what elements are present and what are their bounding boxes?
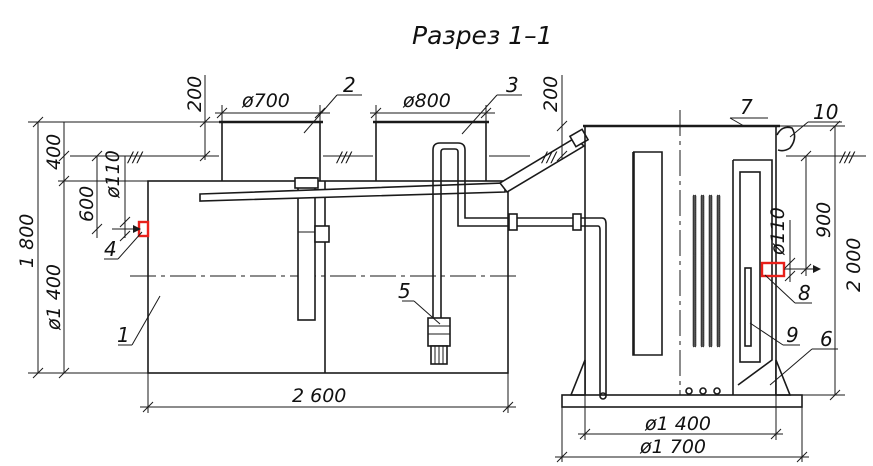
aeration-chamber	[685, 159, 773, 395]
bio-media-coil-1-b	[692, 194, 697, 348]
dimension-lines	[28, 75, 845, 463]
ground-level: /// /// /// ///	[70, 150, 866, 166]
bio-media	[692, 194, 721, 348]
callout-3: 3	[506, 73, 519, 97]
submersible-pump	[427, 317, 451, 365]
dim-height-2000: 2 000	[843, 238, 865, 292]
dim-mid-600: 600	[76, 186, 98, 222]
ground-mark-2: ///	[335, 150, 352, 166]
bio-media-coil-4	[716, 194, 721, 348]
hatch-neck-800	[373, 120, 489, 181]
inlet-tee-pipe	[294, 177, 330, 321]
bio-media-coil-4-b	[716, 194, 721, 348]
dim-length-2600: 2 600	[292, 385, 346, 407]
bio-media-coil-1	[692, 194, 697, 348]
dim-depth-900: 900	[813, 202, 835, 238]
callout-5: 5	[398, 279, 411, 303]
settling-chamber	[632, 151, 663, 356]
callout-6: 6	[820, 327, 833, 351]
pump-riser-pipe	[432, 142, 509, 320]
dim-diam-1700-bottom: ø1 700	[639, 436, 706, 458]
dim-top-200-left: 200	[184, 76, 206, 112]
dim-pipe-110-left: ø110	[102, 150, 124, 199]
inlet-pipe	[112, 220, 150, 238]
bio-media-coil-2-b	[700, 194, 705, 348]
ground-mark-3: ///	[540, 150, 557, 166]
bio-media-coil-3	[708, 194, 713, 348]
ground-mark-1: ///	[126, 150, 143, 166]
callout-leaders	[104, 94, 842, 386]
foundation-slab	[561, 394, 803, 408]
vent-pipe	[776, 126, 796, 152]
hatch-neck-700	[219, 120, 323, 181]
connecting-pipe	[508, 213, 607, 400]
callout-9: 9	[786, 323, 799, 347]
bio-media-coil-3-b	[708, 194, 713, 348]
overflow-pipe	[199, 128, 590, 202]
dim-height-1800: 1 800	[16, 214, 38, 268]
dim-pipe-110-right: ø110	[767, 207, 789, 256]
dim-diam-1400-bottom: ø1 400	[644, 413, 711, 435]
dim-top-400: 400	[43, 134, 65, 170]
bio-media-coil-2	[700, 194, 705, 348]
callout-10: 10	[813, 100, 838, 124]
storage-tank	[130, 180, 518, 374]
callout-7: 7	[740, 95, 753, 119]
dim-hatch-700: ø700	[241, 90, 290, 112]
callout-4: 4	[104, 237, 117, 261]
drawing-title: Разрез 1–1	[412, 21, 553, 50]
callout-2: 2	[343, 73, 356, 97]
dim-diam-1400-left: ø1 400	[43, 264, 65, 331]
callout-8: 8	[798, 281, 811, 305]
dim-top-200-right: 200	[540, 76, 562, 112]
callout-1: 1	[117, 323, 130, 347]
treatment-tank	[569, 110, 792, 396]
ground-mark-4: ///	[838, 150, 855, 166]
dim-hatch-800: ø800	[402, 90, 451, 112]
